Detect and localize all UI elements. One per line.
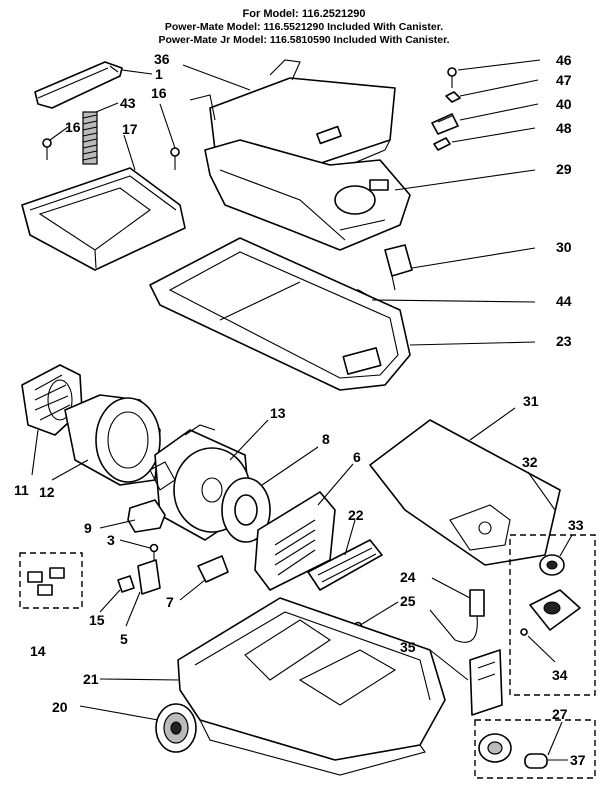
part-34-screw [520, 628, 528, 636]
callout-11: 11 [14, 482, 29, 498]
part-30-latch [384, 244, 413, 291]
part-43-spring [82, 111, 98, 165]
part-12-motor-housing [64, 394, 161, 486]
callout-44: 44 [556, 293, 572, 309]
callout-labels: 36 1 43 16 16 17 46 47 40 48 29 30 44 23… [14, 51, 586, 768]
callout-12: 12 [39, 484, 55, 500]
callout-13: 13 [270, 405, 286, 421]
part-21-base-canister [177, 597, 446, 776]
part-24-switch [429, 589, 485, 643]
callout-25: 25 [400, 593, 416, 609]
model-line: For Model: 116.2521290 [242, 8, 366, 20]
leader-lines [31, 59, 573, 761]
part-16-screw-right [170, 147, 180, 170]
part-29-hood [189, 94, 411, 251]
callout-23: 23 [556, 333, 572, 349]
callout-36: 36 [154, 51, 170, 67]
callout-7: 7 [166, 594, 174, 610]
part-17-handle-base [21, 167, 186, 271]
part-40-clip [431, 113, 459, 135]
callout-5: 5 [120, 631, 128, 647]
callout-14: 14 [30, 643, 46, 659]
callout-22: 22 [348, 507, 364, 523]
callout-21: 21 [83, 671, 99, 687]
callout-37: 37 [570, 752, 586, 768]
callout-47: 47 [556, 72, 572, 88]
part-46-screw [447, 67, 457, 88]
callout-31: 31 [523, 393, 539, 409]
callout-34: 34 [552, 667, 568, 683]
part-27-box [474, 719, 596, 779]
part-20-wheel [155, 703, 197, 753]
part-27-nozzle [478, 733, 548, 769]
part-22-filter-pad [307, 539, 383, 591]
part-16-screw-left [42, 138, 52, 160]
part-5-bracket [137, 559, 161, 595]
callout-24: 24 [400, 569, 416, 585]
diagram-header: For Model: 116.2521290 Power-Mate Model:… [0, 8, 608, 47]
part-47-washer [445, 91, 461, 103]
part-33-grommet [539, 554, 565, 576]
part-23-lid-frame [149, 237, 411, 391]
callout-33: 33 [568, 517, 584, 533]
part-7-block [197, 555, 229, 583]
callout-46: 46 [556, 52, 572, 68]
callout-35: 35 [400, 639, 416, 655]
callout-8: 8 [322, 431, 330, 447]
part-group-32-box [509, 534, 596, 696]
callout-29: 29 [556, 161, 572, 177]
part-32-bag-holder [529, 589, 581, 631]
part-14-box [19, 552, 83, 609]
callout-20: 20 [52, 699, 68, 715]
callout-30: 30 [556, 239, 572, 255]
part-35-bracket [469, 649, 503, 716]
callout-9: 9 [84, 520, 92, 536]
callout-27: 27 [552, 706, 568, 722]
part-15-clip [117, 575, 135, 593]
callout-1: 1 [155, 66, 163, 82]
callout-32: 32 [522, 454, 538, 470]
part-1-handle-grip [34, 61, 123, 109]
callout-3: 3 [107, 532, 115, 548]
callout-15: 15 [89, 612, 105, 628]
part-14-connectors [27, 567, 65, 596]
callout-6: 6 [353, 449, 361, 465]
part-9-switch-block [127, 499, 166, 533]
callout-16-left: 16 [65, 119, 81, 135]
callout-40: 40 [556, 96, 572, 112]
power-mate-line: Power-Mate Model: 116.5521290 Included W… [164, 21, 444, 33]
callout-16-right: 16 [151, 85, 167, 101]
callout-43: 43 [120, 95, 136, 111]
part-3-screw [149, 543, 159, 562]
callout-48: 48 [556, 120, 572, 136]
part-48-tab [433, 137, 451, 151]
part-31-bag [369, 419, 561, 566]
callout-17: 17 [122, 121, 138, 137]
power-mate-jr-line: Power-Mate Jr Model: 116.5810590 Include… [158, 34, 450, 46]
part-8-filter-ring [221, 477, 271, 543]
